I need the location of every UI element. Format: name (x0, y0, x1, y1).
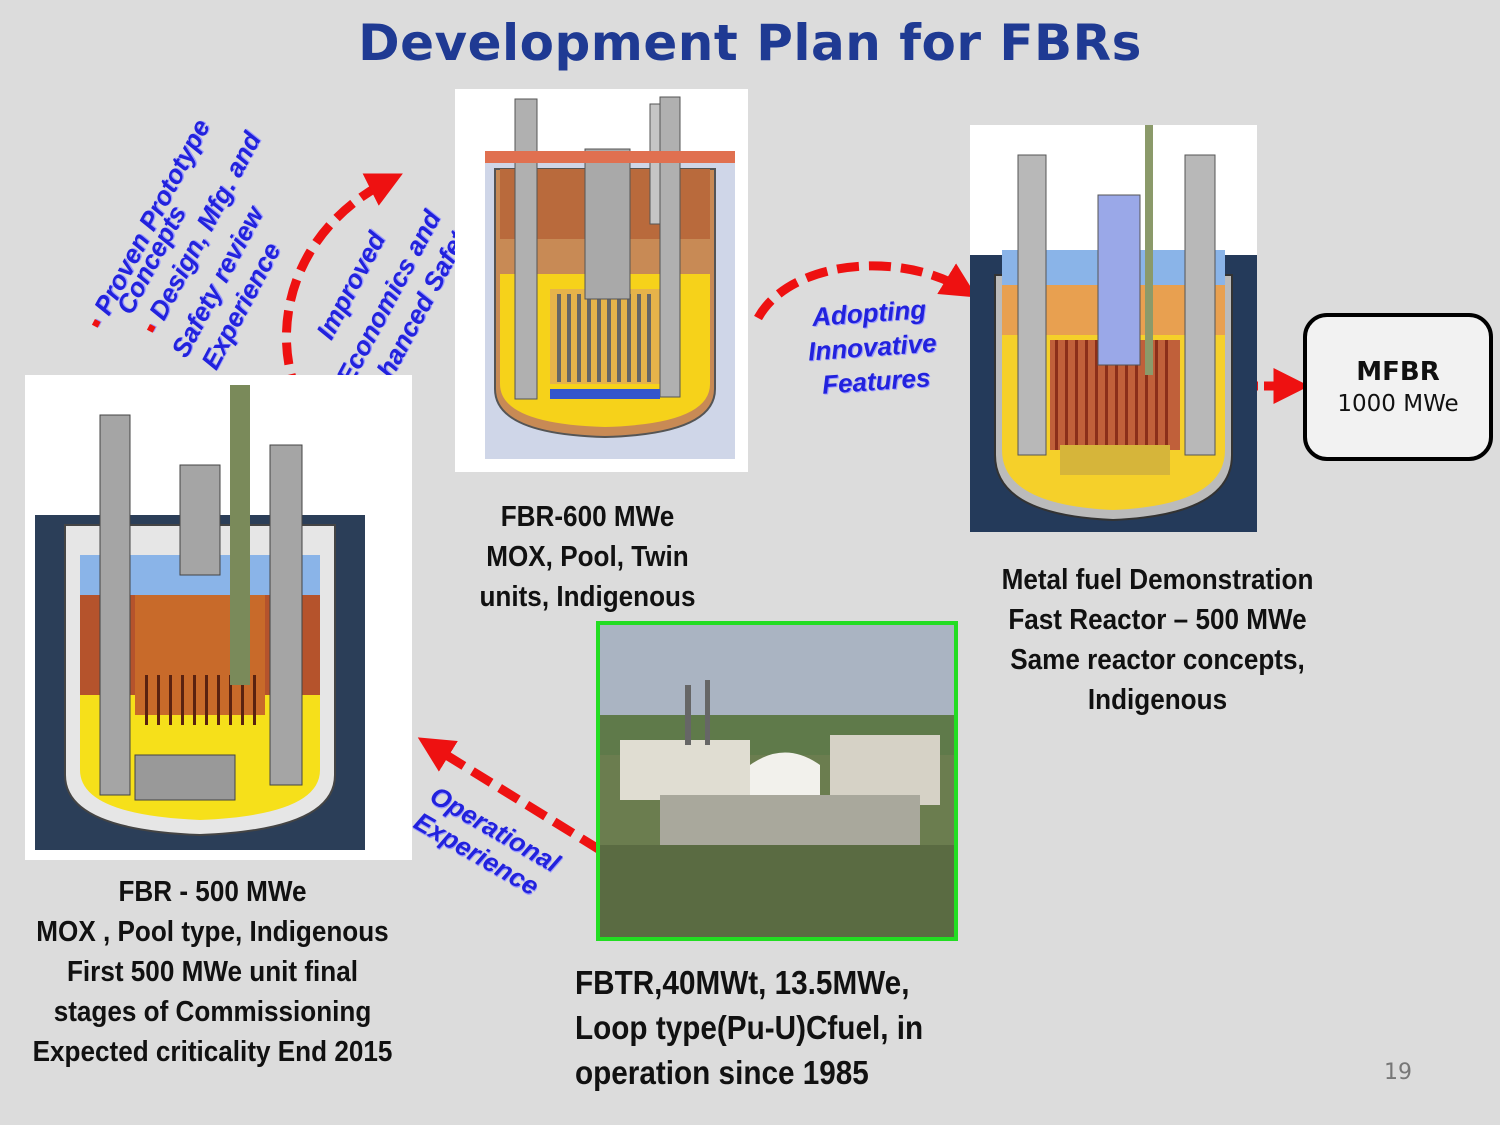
fbr600-diagram (455, 89, 748, 472)
fbr600-line-2: MOX, Pool, Twin (486, 541, 689, 573)
page-number: 19 (1384, 1060, 1412, 1085)
fbtr-caption: FBTR,40MWt, 13.5MWe, Loop type(Pu-U)Cfue… (575, 960, 953, 1095)
fbtr-line-3: operation since 1985 (575, 1054, 869, 1091)
mfbr-box: MFBR 1000 MWe (1303, 313, 1493, 461)
fbr500-line-2: MOX , Pool type, Indigenous (36, 916, 389, 948)
mfdfr-line-1: Metal fuel Demonstration (1001, 564, 1314, 596)
arrow-adopting (754, 261, 978, 321)
fbr500-caption: FBR - 500 MWe MOX , Pool type, Indigenou… (26, 872, 400, 1072)
fbr500-line-3: First 500 MWe unit final (66, 956, 359, 988)
mfdfr-caption: Metal fuel Demonstration Fast Reactor – … (984, 560, 1331, 720)
fbr600-caption: FBR-600 MWe MOX, Pool, Twin units, Indig… (455, 497, 721, 617)
mfbr-power: 1000 MWe (1337, 391, 1459, 417)
arrow-improved (282, 173, 403, 397)
fbr500-line-1: FBR - 500 MWe (118, 876, 307, 908)
mfdfr-line-3: Same reactor concepts, (1010, 644, 1305, 676)
mfdfr-diagram (970, 125, 1257, 532)
fbr600-line-1: FBR-600 MWe (500, 501, 675, 533)
fbtr-line-1: FBTR,40MWt, 13.5MWe, (575, 964, 910, 1001)
fbr600-line-3: units, Indigenous (479, 581, 696, 613)
mfdfr-line-2: Fast Reactor – 500 MWe (1008, 604, 1307, 636)
mfbr-name: MFBR (1356, 357, 1440, 387)
fbtr-line-2: Loop type(Pu-U)Cfuel, in (575, 1009, 924, 1046)
fbr500-line-5: Expected criticality End 2015 (32, 1036, 393, 1068)
fbtr-photo (596, 621, 958, 941)
fbr500-diagram (25, 375, 412, 860)
fbr500-line-4: stages of Commissioning (53, 996, 372, 1028)
page-title: Development Plan for FBRs (358, 14, 1142, 72)
arrow-operational (417, 737, 603, 854)
mfdfr-line-4: Indigenous (1087, 684, 1228, 716)
